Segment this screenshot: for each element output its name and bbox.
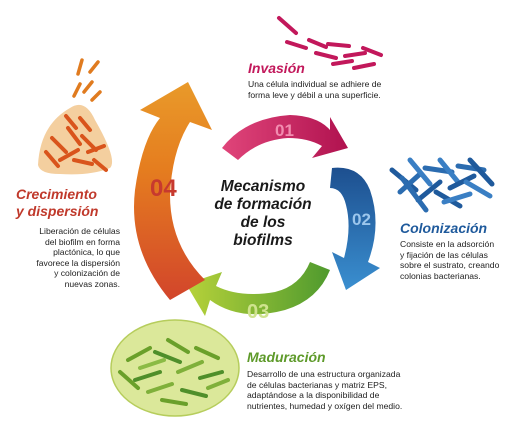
step-description-invasion: Una célula individual se adhiere de form… xyxy=(248,79,458,100)
arrow-step-02 xyxy=(330,167,380,290)
arrow-step-03 xyxy=(186,262,330,316)
desc-line: Una célula individual se adhiere de xyxy=(248,79,382,89)
desc-line: Liberación de células xyxy=(39,226,120,236)
step-title-invasion: Invasión xyxy=(248,60,305,76)
desc-line: sobre el sustrato, creando xyxy=(400,260,500,271)
desc-line: nuevas zonas. xyxy=(64,278,120,289)
title-line: y dispersión xyxy=(16,203,99,219)
center-title-line-4: biofilms xyxy=(233,232,293,249)
desc-line: y colonización de xyxy=(54,268,120,279)
step-description-maduracion: Desarrollo de una estructura organizada … xyxy=(247,369,457,411)
desc-line: nutrientes, humedad y oxígen del medio. xyxy=(247,400,403,411)
step-title-crecimiento: Crecimiento y dispersión xyxy=(16,186,98,220)
desc-line: plactónica, lo que xyxy=(53,247,120,258)
title-line: Crecimiento xyxy=(16,186,97,202)
step-title-maduracion: Maduración xyxy=(247,349,326,365)
step-number-04: 04 xyxy=(150,175,177,202)
arrow-step-01 xyxy=(222,115,348,160)
desc-line: de células bacterianas y matriz EPS, xyxy=(247,379,387,390)
step-number-01: 01 xyxy=(275,121,294,140)
desc-line: favorece la dispersión xyxy=(36,257,120,268)
step-description-crecimiento: Liberación de células del biofilm en for… xyxy=(10,226,120,290)
center-title-line-1: Mecanismo xyxy=(220,178,306,195)
bacteria-cluster-icon xyxy=(389,157,495,213)
desc-line: y fijación de las células xyxy=(400,249,488,260)
desc-line: colonias bacterianas. xyxy=(400,270,481,281)
center-title-line-3: de los xyxy=(240,214,286,231)
step-number-03: 03 xyxy=(247,301,269,323)
step-title-colonizacion: Colonización xyxy=(400,220,488,236)
desc-line: del biofilm en forma xyxy=(45,236,120,247)
biofilm-blob-icon xyxy=(110,319,240,417)
center-title: Mecanismo de formación de los biofilms xyxy=(198,178,328,250)
center-title-line-2: de formación xyxy=(214,196,312,213)
dispersing-bacteria-icon xyxy=(38,58,113,175)
scattered-bacteria-icon xyxy=(277,16,383,70)
step-description-colonizacion: Consiste en la adsorción y fijación de l… xyxy=(400,239,525,281)
arrow-step-04 xyxy=(134,82,212,300)
desc-line: Desarrollo de una estructura organizada xyxy=(247,369,401,379)
desc-line: forma leve y débil a una superficie. xyxy=(248,89,381,100)
desc-line: Consiste en la adsorción xyxy=(400,239,495,249)
step-number-02: 02 xyxy=(352,210,371,229)
desc-line: adaptándose a la disponibilidad de xyxy=(247,390,380,401)
